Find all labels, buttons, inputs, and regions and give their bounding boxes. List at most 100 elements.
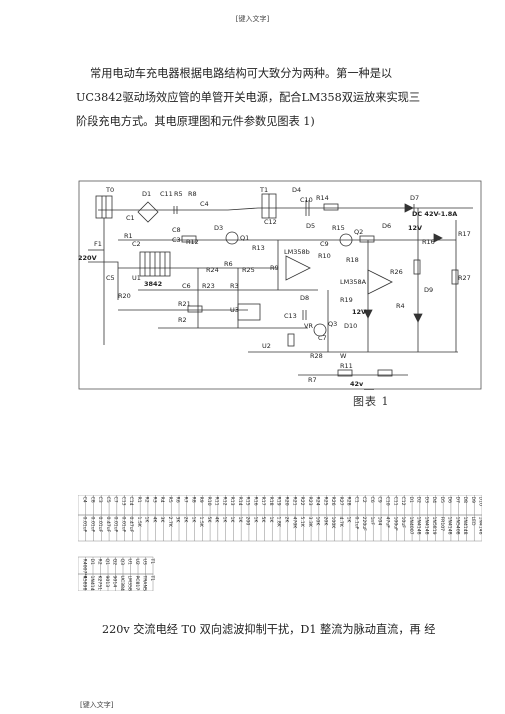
parts-cell: C10 (384, 497, 390, 506)
parts-cell: R2 (96, 559, 102, 565)
parts-cell: 10uF (400, 517, 406, 529)
label-r5: R5 (174, 190, 183, 198)
label-q2: Q2 (354, 228, 363, 236)
parts-cell: R4 (159, 497, 165, 503)
parts-cell: 4K (151, 517, 157, 524)
parts-cell: 10K (315, 517, 321, 527)
parts-cell: D9 (470, 497, 476, 504)
label-r8: R8 (188, 190, 197, 198)
figure-caption: 图表 1 (353, 395, 390, 408)
label-c1: C1 (126, 214, 135, 222)
parts-cell: LED (470, 517, 476, 526)
label-r21: R21 (178, 300, 191, 308)
parts-cell: C8 (89, 497, 95, 503)
label-c9: C9 (320, 240, 329, 248)
parts-cell: R3 (151, 497, 157, 503)
parts-cell: C14 (128, 497, 134, 506)
parts-cell: R5898 (81, 576, 87, 591)
label-r11: R11 (340, 362, 353, 370)
parts-cell: 1nF (369, 517, 375, 526)
label-r27: R27 (458, 274, 471, 282)
label-u2: U2 (262, 342, 271, 350)
parts-cell: C11 (392, 497, 398, 506)
parts-cell: R4007*4 (81, 559, 87, 579)
label-c8: C8 (172, 226, 181, 234)
parts-cell: R23 (307, 497, 313, 506)
parts-cell: 2.7K (167, 517, 173, 528)
parts-cell: 0.01uF (113, 517, 119, 533)
parts-cell: R26 (330, 497, 336, 506)
parts-cell: 1K (190, 517, 196, 524)
parts-cell: C6 (369, 497, 375, 503)
label-r25: R25 (242, 266, 255, 274)
parts-cell: 1N5819 (431, 517, 437, 535)
parts-cell: K2751 (96, 576, 102, 591)
label-c6: C6 (182, 282, 191, 290)
label-220v: 220V (78, 254, 97, 262)
parts-cell: 0.01uF (81, 517, 87, 533)
label-r3: R3 (230, 282, 239, 290)
label-r17: R17 (458, 230, 471, 238)
parts-cell: D8 (462, 497, 468, 504)
label-d6: D6 (382, 222, 391, 230)
label-r23: R23 (202, 282, 215, 290)
parts-cell: 47uF (384, 517, 390, 529)
label-c13: C13 (284, 312, 297, 320)
parts-cell: D6 (447, 497, 453, 504)
parts-cell: 1N4148 (416, 517, 422, 535)
parts-cell: C13 (120, 497, 126, 506)
label-output: DC 42V-1.8A (412, 210, 457, 218)
label-q3: Q3 (328, 320, 337, 328)
parts-cell: 1N4148 (89, 576, 95, 592)
intro-line-1: 常用电动车充电器根据电路结构可大致分为两种。第一种是以 (90, 67, 393, 80)
label-c3: C3 (172, 236, 181, 244)
paragraph-2: 220v 交流电经 T0 双向滤波抑制干扰，D1 整流为脉动直流，再 经 (102, 623, 436, 636)
parts-cell: 1N4148 (423, 517, 429, 535)
parts-cell: D1 (408, 497, 414, 504)
parts-cell: 0.01uF (120, 517, 126, 533)
parts-cell: Q3 (119, 559, 125, 566)
parts-cell: TRANSFER (141, 575, 147, 592)
label-r2: R2 (178, 316, 187, 324)
parts-cell: PC817 (134, 576, 140, 591)
parts-cell: 3K (159, 517, 165, 524)
parts-cell: U3 (141, 559, 147, 565)
parts-cell: R12 (221, 497, 227, 506)
parts-cell: R21 (291, 497, 297, 506)
parts-cell: 100K (330, 517, 336, 530)
parts-cell: 9014 (111, 576, 117, 588)
label-r7: R7 (308, 376, 317, 384)
parts-cell: C4 (81, 497, 87, 503)
parts-cell: C2 (361, 497, 367, 503)
label-r15: R15 (332, 224, 345, 232)
label-q1: Q1 (240, 234, 249, 242)
parts-cell: UC3842 (119, 576, 125, 592)
parts-cell: R28 (346, 497, 352, 506)
parts-cell: R5 (167, 497, 173, 503)
label-r19: R19 (340, 296, 353, 304)
label-c10: C10 (300, 196, 313, 204)
label-c11: C11 (160, 190, 173, 198)
parts-cell: 5K (206, 517, 212, 524)
parts-cell: 100uF (392, 517, 398, 532)
label-w: W (340, 352, 347, 360)
label-d10: D10 (344, 322, 357, 330)
parts-cell: R16 (252, 497, 258, 506)
parts-cell: 0.47uF (128, 517, 134, 533)
parts-cell: C9 (377, 497, 383, 503)
label-r9: R9 (270, 264, 279, 272)
label-d8: D8 (300, 294, 309, 302)
label-r12: R12 (186, 238, 199, 246)
label-f1: F1 (94, 240, 102, 248)
label-d9: D9 (424, 286, 433, 294)
parts-cell: R15 (245, 497, 251, 506)
parts-cell: R7 (182, 497, 188, 503)
label-r14: R14 (316, 194, 329, 202)
parts-cell: R20 (283, 497, 289, 506)
label-c12: C12 (264, 218, 277, 226)
parts-cell: D10 (478, 497, 482, 506)
label-r28: R28 (310, 352, 323, 360)
parts-cell: D2 (416, 497, 422, 504)
parts-cell: 220uF (361, 517, 367, 532)
parts-cell: 0.01uF (89, 517, 95, 533)
